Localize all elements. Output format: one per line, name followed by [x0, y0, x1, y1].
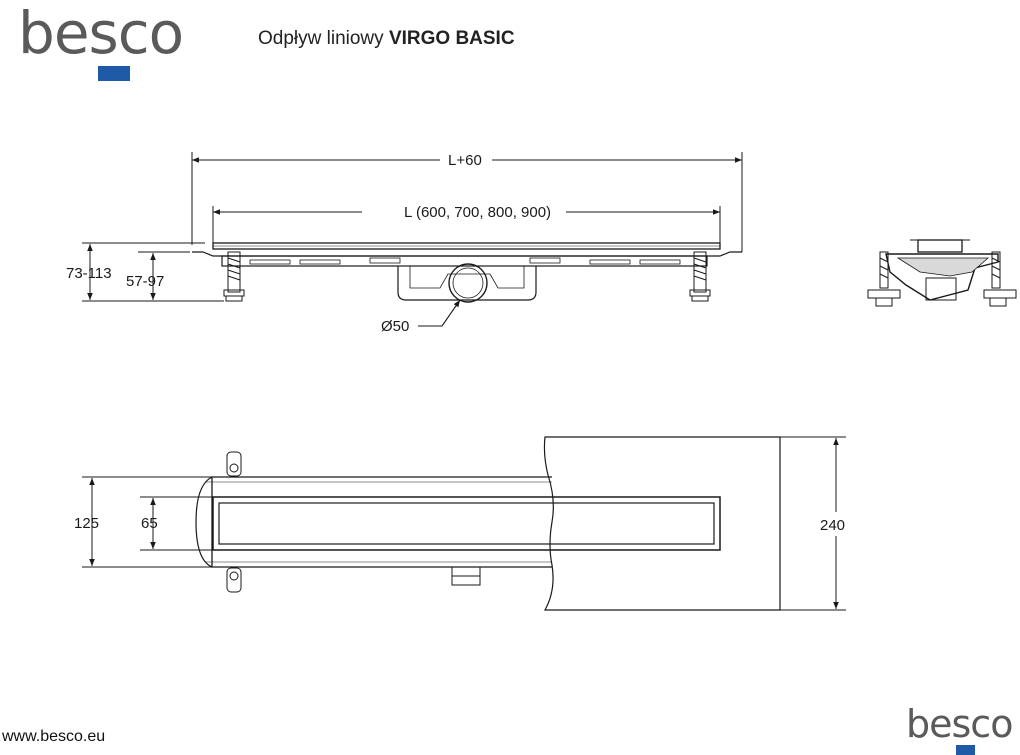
dim-overall-length: L+60: [448, 152, 482, 169]
besco-logo-top: besco: [18, 4, 184, 81]
page-title: Odpływ liniowy VIRGO BASIC: [258, 28, 515, 50]
dim-height-inner: 57-97: [126, 273, 164, 290]
title-product: VIRGO BASIC: [388, 28, 515, 49]
dim-width-outer: 125: [74, 515, 99, 532]
dim-membrane-width: 240: [820, 517, 845, 534]
logo-square-mark: [956, 745, 975, 755]
logo-square-mark: [98, 66, 130, 81]
dim-height-outer: 73-113: [66, 265, 112, 282]
dim-width-inner: 65: [141, 515, 158, 532]
end-view: [867, 239, 1017, 307]
side-view: [82, 152, 743, 327]
top-view: [82, 436, 846, 611]
dim-length-variants: L (600, 700, 800, 900): [404, 204, 551, 221]
title-prefix: Odpływ liniowy: [258, 28, 384, 49]
besco-logo-bottom: besco: [906, 702, 1013, 755]
logo-text: besco: [906, 702, 1013, 746]
logo-text: besco: [18, 0, 184, 67]
website-link[interactable]: www.besco.eu: [2, 728, 106, 745]
dim-outlet-diameter: Ø50: [381, 318, 409, 335]
